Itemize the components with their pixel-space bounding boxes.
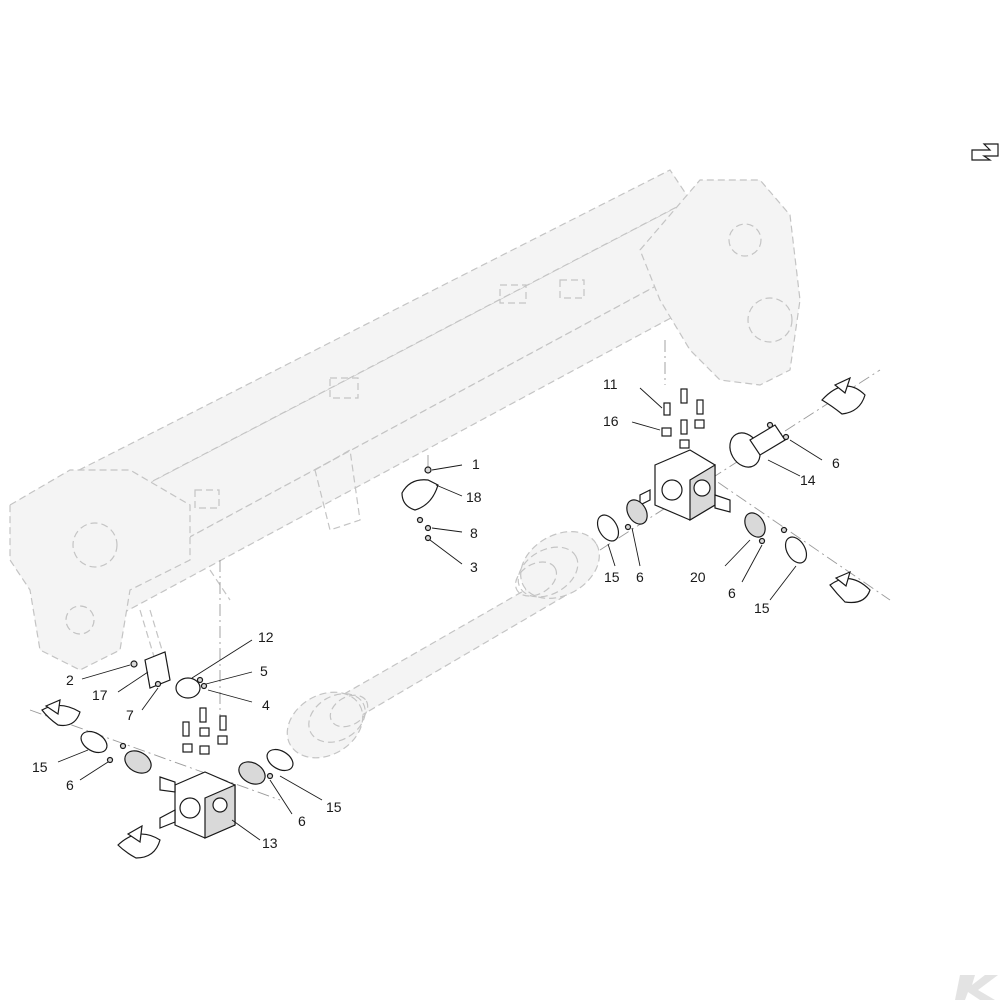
callout-15: 15: [754, 600, 770, 616]
kramp-k-logo-icon: [955, 975, 998, 1000]
callout-18: 18: [466, 489, 482, 505]
bolt-group-right: [661, 388, 705, 449]
callout-4: 4: [262, 697, 270, 713]
left-gearbox-assembly: [80, 651, 294, 839]
rotation-direction-arrow-icon: [829, 570, 871, 604]
callout-6: 6: [636, 569, 644, 585]
view-direction-arrow-icon: [971, 143, 999, 161]
leader-lines: [57, 387, 823, 841]
middle-bracket-assembly: [401, 466, 439, 542]
callout-6: 6: [66, 777, 74, 793]
callout-1: 1: [472, 456, 480, 472]
right-axis-line-2: [699, 469, 891, 601]
callout-13: 13: [262, 835, 278, 851]
callout-5: 5: [260, 663, 268, 679]
callout-15: 15: [326, 799, 342, 815]
drive-shaft-ghost: [286, 530, 600, 759]
callout-6: 6: [728, 585, 736, 601]
callout-17: 17: [92, 687, 108, 703]
callout-15: 15: [604, 569, 620, 585]
callout-2: 2: [66, 672, 74, 688]
callout-12: 12: [258, 629, 274, 645]
callout-15: 15: [32, 759, 48, 775]
callout-14: 14: [800, 472, 816, 488]
rotation-direction-arrow-icon: [41, 699, 81, 727]
callout-20: 20: [690, 569, 706, 585]
callout-11: 11: [603, 376, 618, 392]
callout-labels: 1 18 8 3 11 16 6 14 15 6 20 6 15 12 2 5 …: [32, 376, 840, 851]
callout-8: 8: [470, 525, 478, 541]
callout-7: 7: [126, 707, 134, 723]
rotation-direction-arrow-icon: [821, 376, 866, 415]
callout-16: 16: [603, 413, 619, 429]
callout-6: 6: [832, 455, 840, 471]
right-gearbox-assembly: [596, 388, 808, 564]
callout-6: 6: [298, 813, 306, 829]
left-axis-line: [29, 709, 281, 801]
frame-ghost: [9, 169, 801, 720]
callout-3: 3: [470, 559, 478, 575]
rotation-direction-arrow-icon: [117, 824, 161, 859]
